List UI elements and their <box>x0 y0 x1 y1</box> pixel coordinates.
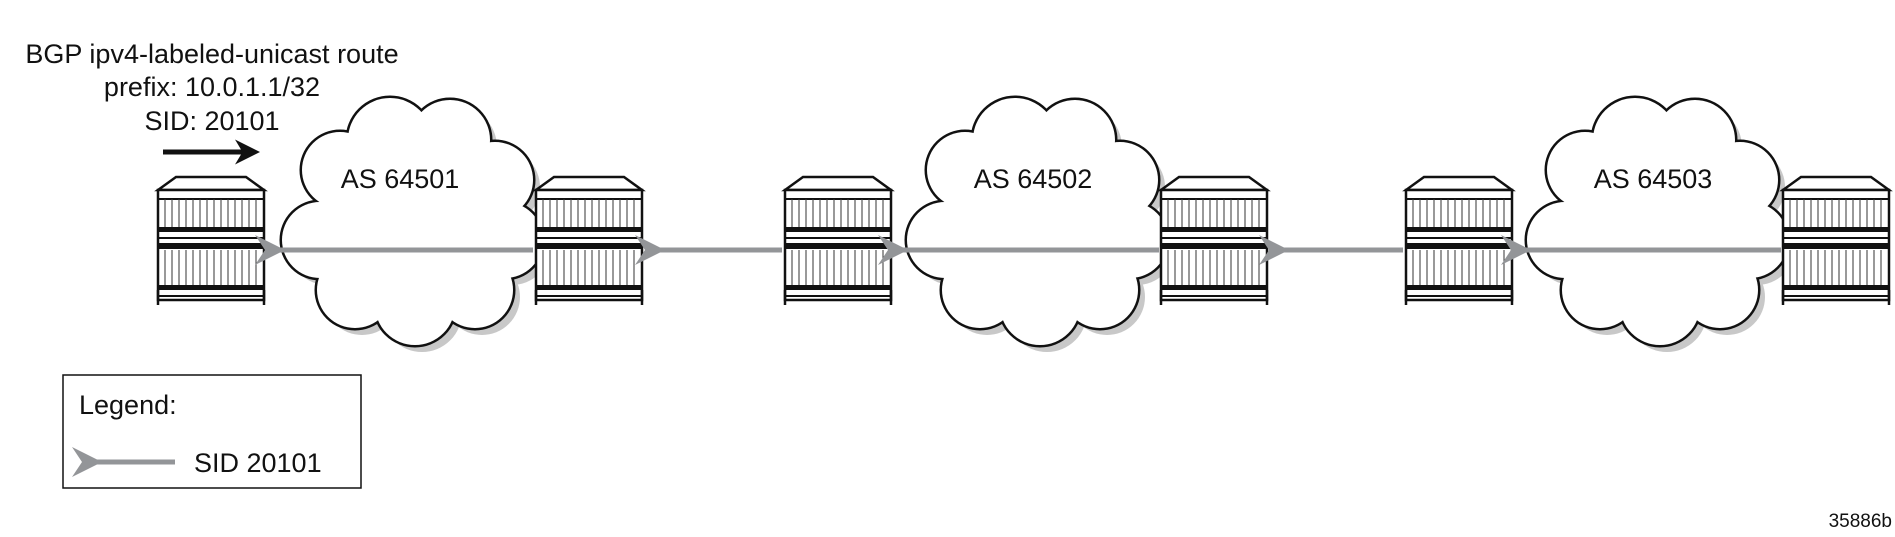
router-6 <box>1781 175 1891 307</box>
figure-id: 35886b <box>1829 511 1892 532</box>
route-prefix-label: prefix: 10.0.1.1/32 <box>104 72 320 102</box>
as-cloud-64502 <box>907 98 1175 352</box>
router-1 <box>156 175 266 307</box>
as-label-64502: AS 64502 <box>974 164 1093 194</box>
route-type-label: BGP ipv4-labeled-unicast route <box>25 39 398 69</box>
router-5 <box>1404 175 1514 307</box>
router-2 <box>534 175 644 307</box>
route-sid-label: SID: 20101 <box>144 106 279 136</box>
as-label-64501: AS 64501 <box>341 164 460 194</box>
legend: Legend: SID 20101 <box>62 374 362 489</box>
legend-sid-label: SID 20101 <box>194 448 322 478</box>
as-cloud-64503 <box>1527 98 1795 352</box>
router-4 <box>1159 175 1269 307</box>
router-3 <box>783 175 893 307</box>
as-label-64503: AS 64503 <box>1594 164 1713 194</box>
as-cloud-64501 <box>282 98 550 352</box>
legend-title: Legend: <box>79 390 177 420</box>
